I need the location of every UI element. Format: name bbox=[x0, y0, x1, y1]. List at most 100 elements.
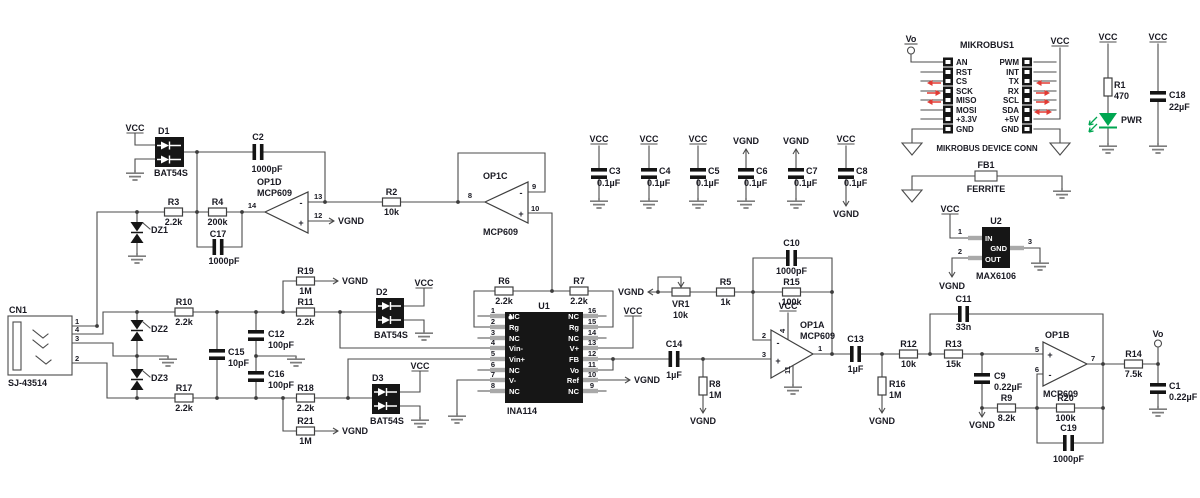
ferrite-body bbox=[974, 170, 998, 182]
r21-ref: R21 bbox=[297, 416, 314, 426]
resistor-r2 bbox=[381, 197, 402, 207]
decoupling-caps: VCC VCC VCC VGND VGND VCC C3 0.1µF C4 0.… bbox=[589, 134, 868, 219]
d3-part: BAT54S bbox=[370, 416, 404, 426]
ground-icon bbox=[1030, 259, 1050, 271]
c16-val: 100pF bbox=[268, 380, 295, 390]
u1-pin-name: NC bbox=[568, 334, 579, 343]
c19-val: 1000pF bbox=[1053, 454, 1085, 464]
c1-val: 0.22µF bbox=[1169, 392, 1198, 402]
op1d-minus: - bbox=[300, 198, 303, 208]
u2-pin-in: IN bbox=[985, 234, 993, 243]
fb1-val: FERRITE bbox=[967, 184, 1006, 194]
potentiometer-vr1 bbox=[671, 287, 691, 297]
pin-label-5v: +5V bbox=[1005, 115, 1020, 124]
c8-ref: C8 bbox=[856, 166, 868, 176]
c11-ref: C11 bbox=[955, 294, 971, 304]
pin-label-sda: SDA bbox=[1002, 106, 1019, 115]
ic-u2: U2 MAX6106 IN GND OUT 1 2 3 bbox=[958, 216, 1032, 281]
op1a-pin-out: 1 bbox=[818, 344, 822, 353]
zener-dz3 bbox=[129, 368, 145, 391]
resistor-r3 bbox=[163, 207, 184, 217]
op1d-ref: OP1D bbox=[257, 177, 282, 187]
op1b-ref: OP1B bbox=[1045, 330, 1070, 340]
u1-pin-name: NC bbox=[509, 334, 520, 343]
vcc-label: VCC bbox=[778, 301, 798, 311]
cap-c1 bbox=[1150, 383, 1166, 394]
wires bbox=[598, 145, 847, 207]
op1a-pin-inv: 2 bbox=[762, 331, 766, 340]
resistor-r14 bbox=[1123, 359, 1144, 369]
d2-ref: D2 bbox=[376, 287, 388, 297]
r2-val: 10k bbox=[384, 207, 400, 217]
resistor-r6 bbox=[494, 286, 514, 296]
pin-label-sck: SCK bbox=[956, 87, 973, 96]
u1-pin-num: 11 bbox=[588, 360, 596, 369]
vgnd-label: VGND bbox=[969, 420, 996, 430]
d1-part: BAT54S bbox=[154, 168, 188, 178]
op1b-part: MCP609 bbox=[1043, 389, 1078, 399]
wires bbox=[860, 313, 1159, 444]
r1-val: 470 bbox=[1114, 91, 1129, 101]
bus-direction-arrows bbox=[927, 80, 1052, 115]
cn1-ref: CN1 bbox=[9, 305, 27, 315]
chassis-ground-icon bbox=[901, 142, 923, 156]
u1-pin-name: Rg bbox=[569, 323, 579, 332]
vcc-label: VCC bbox=[125, 123, 145, 133]
op1c-plus: + bbox=[518, 209, 523, 219]
wires bbox=[910, 47, 1061, 144]
dz2-ref: DZ2 bbox=[151, 324, 168, 334]
u1-pin-num: 6 bbox=[491, 360, 495, 369]
op1c-pin-non: 10 bbox=[531, 204, 539, 213]
pin-label-tx: TX bbox=[1009, 77, 1020, 86]
mikrobus-right-header: PWM INT TX RX SCL SDA +5V GND bbox=[999, 57, 1032, 134]
r8-val: 1M bbox=[709, 390, 722, 400]
op1d-plus: + bbox=[298, 218, 303, 228]
ground-icon bbox=[158, 355, 178, 367]
u1-pin-num: 13 bbox=[588, 338, 596, 347]
chassis-ground-icon bbox=[1049, 142, 1071, 156]
c6-ref: C6 bbox=[756, 166, 768, 176]
r6-val: 2.2k bbox=[495, 296, 514, 306]
resistor-r15 bbox=[781, 287, 802, 297]
vgnd-label: VGND bbox=[618, 287, 645, 297]
led-pwr: PWR bbox=[1088, 113, 1142, 133]
c10-val: 1000pF bbox=[776, 266, 808, 276]
cn1-part: SJ-43514 bbox=[8, 378, 47, 388]
u1-pin-name: NC bbox=[509, 312, 520, 321]
cap-c14 bbox=[668, 351, 680, 367]
r16-ref: R16 bbox=[889, 379, 906, 389]
op1a-pin-vp: 4 bbox=[778, 328, 787, 333]
resistor-r20 bbox=[1055, 403, 1076, 413]
u1-pin-name: Rg bbox=[509, 323, 519, 332]
c2-ref: C2 bbox=[252, 132, 264, 142]
resistor-r12 bbox=[898, 349, 919, 359]
dz3-leader bbox=[142, 370, 151, 378]
c3-ref: C3 bbox=[609, 166, 621, 176]
pin-label-gnd: GND bbox=[956, 125, 974, 134]
pin-label-mosi: MOSI bbox=[956, 106, 976, 115]
r19-ref: R19 bbox=[297, 266, 314, 276]
r12-ref: R12 bbox=[900, 339, 917, 349]
vo-label: Vo bbox=[906, 34, 917, 44]
ground-icon bbox=[414, 329, 434, 341]
ground-icon bbox=[1148, 142, 1168, 154]
vo-terminal bbox=[906, 46, 916, 55]
u1-pin-num: 16 bbox=[588, 306, 596, 315]
cap-c9 bbox=[974, 373, 990, 384]
op1c-part: MCP609 bbox=[483, 227, 518, 237]
u2-pin1: 1 bbox=[958, 227, 962, 236]
vcc-label: VCC bbox=[836, 134, 856, 144]
c7-val: 0.1µF bbox=[794, 178, 818, 188]
ground-icon bbox=[786, 197, 806, 209]
r18-val: 2.2k bbox=[297, 403, 316, 413]
op1b-pin-non: 5 bbox=[1035, 345, 1039, 354]
resistor-r16 bbox=[877, 376, 887, 396]
pin-label-scl: SCL bbox=[1003, 96, 1019, 105]
ina114-section: R6 2.2k R7 2.2k U1 INA114 NC Rg NC Vin- … bbox=[339, 276, 772, 426]
c5-val: 0.1µF bbox=[696, 178, 720, 188]
u1-pin-name: NC bbox=[509, 366, 520, 375]
vr1-ref: VR1 bbox=[672, 299, 690, 309]
vo-label: Vo bbox=[1153, 329, 1164, 339]
r13-ref: R13 bbox=[945, 339, 962, 349]
vcc-label: VCC bbox=[623, 306, 643, 316]
